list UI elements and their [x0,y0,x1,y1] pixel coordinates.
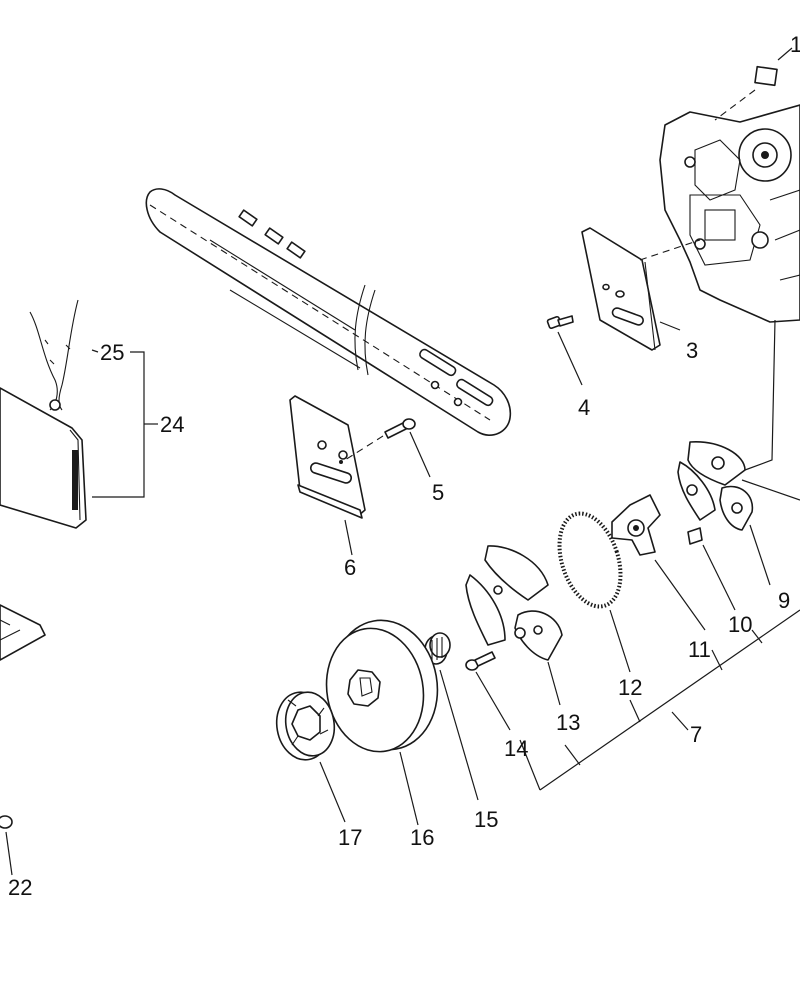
screw-4 [546,315,574,329]
screw-14 [465,651,496,671]
chain-cover-24 [0,387,87,529]
callout-7: 7 [690,722,702,747]
callout-14: 14 [504,736,528,761]
clutch-housing [659,104,800,323]
callout-16: 16 [410,825,434,850]
plate-3 [581,227,661,351]
callout-4: 4 [578,395,590,420]
spring-12 [557,511,623,609]
clutch-shoes-13 [465,545,563,661]
screw-10 [687,527,703,545]
callout-24: 24 [160,412,184,437]
group-bracket-7 [539,609,800,791]
callout-25: 25 [100,340,124,365]
callout-12: 12 [618,675,642,700]
callout-1: 1 [790,32,800,57]
callout-17: 17 [338,825,362,850]
partial-part [0,604,46,661]
callout-11: 11 [688,637,711,662]
screw-22 [0,815,13,829]
callout-10: 10 [728,612,752,637]
decal-part [754,65,778,87]
plate-6 [289,395,366,519]
callout-6: 6 [344,555,356,580]
callout-22: 22 [8,875,32,900]
strap-25 [29,299,79,411]
guide-bar [145,188,512,436]
screw-5 [344,418,416,461]
callout-9: 9 [778,588,790,613]
sprocket-17 [275,691,336,761]
callout-5: 5 [432,480,444,505]
callout-15: 15 [474,807,498,832]
clutch-drum-16 [325,619,439,753]
callout-3: 3 [686,338,698,363]
callout-13: 13 [556,710,580,735]
clutch-hub-11 [611,494,661,556]
clutch-shoes-upper [677,441,754,531]
